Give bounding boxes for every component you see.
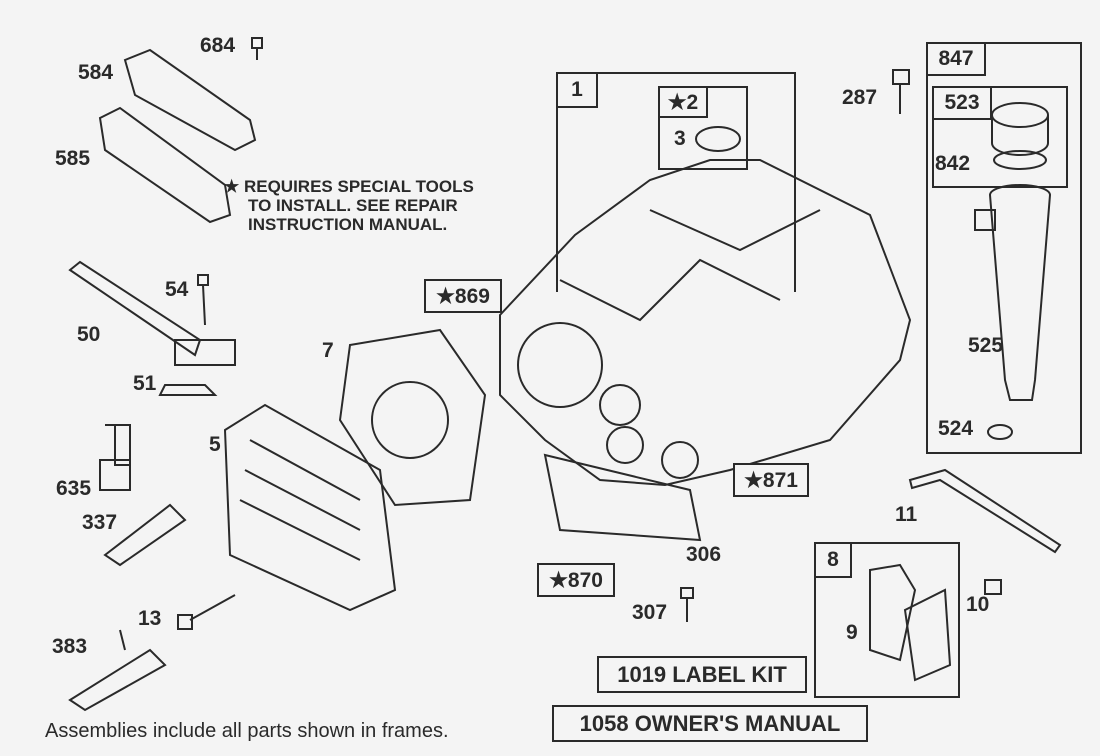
callout-287: 287 [842, 86, 878, 109]
callout-337: 337 [82, 511, 118, 534]
oring-842 [993, 150, 1047, 170]
callout-306: 306 [686, 543, 722, 566]
callout-525: 525 [968, 334, 1004, 357]
engine-block [499, 159, 912, 487]
callout-11: 11 [895, 503, 918, 526]
bolt-307 [680, 587, 694, 622]
callout-684: 684 [200, 34, 236, 57]
callout-9: 9 [846, 621, 858, 644]
callout-307: 307 [632, 601, 668, 624]
frame-523 [932, 86, 1068, 188]
elbow-635 [99, 424, 131, 491]
note-line-2: TO INSTALL. SEE REPAIR [248, 196, 458, 215]
fitting-10 [984, 579, 1002, 595]
frame-8 [814, 542, 960, 698]
callout-7: 7 [322, 339, 334, 362]
frame-8-label: 8 [814, 542, 852, 578]
gasket-585 [98, 106, 232, 224]
frame-1 [556, 72, 796, 292]
gasket-584 [123, 48, 257, 152]
callout-51: 51 [133, 372, 157, 395]
callout-524: 524 [938, 417, 974, 440]
oring-524 [987, 424, 1013, 440]
rod-11 [908, 468, 1062, 554]
callout-13: 13 [138, 607, 162, 630]
callout-3: 3 [674, 127, 686, 150]
starred-label-870: ★870 [537, 563, 615, 597]
frame-847 [926, 42, 1082, 454]
special-tools-note: ★ REQUIRES SPECIAL TOOLS TO INSTALL. SEE… [224, 177, 474, 234]
callout-50: 50 [77, 323, 101, 346]
bolt-13 [177, 594, 236, 630]
tool-383 [68, 629, 167, 712]
cylinder-head-5 [223, 403, 397, 612]
starred-label-2: ★2 [658, 86, 708, 118]
bolt-684 [251, 37, 263, 60]
dipstick-tube-525 [988, 184, 1052, 401]
callout-585: 585 [55, 147, 91, 170]
callout-10: 10 [966, 593, 990, 616]
bolt-287 [892, 69, 910, 114]
seal-3 [695, 126, 741, 152]
callout-584: 584 [78, 61, 114, 84]
starred-label-871: ★871 [733, 463, 809, 497]
note-line-3: INSTRUCTION MANUAL. [248, 215, 448, 234]
callout-383: 383 [52, 635, 88, 658]
spark-plug-337 [103, 503, 187, 567]
note-line-1: ★ REQUIRES SPECIAL TOOLS [224, 177, 474, 196]
bolt-54 [197, 274, 209, 326]
gasket-306 [543, 453, 702, 542]
frame-523-label: 523 [932, 86, 992, 120]
frame-847-label: 847 [926, 42, 986, 76]
starred-label-869: ★869 [424, 279, 502, 313]
label-kit-box: 1019 LABEL KIT [597, 656, 807, 693]
callout-635: 635 [56, 477, 92, 500]
callout-842: 842 [935, 152, 971, 175]
bracket-51 [158, 384, 218, 396]
callout-54: 54 [165, 278, 189, 301]
owners-manual-box: 1058 OWNER'S MANUAL [552, 705, 868, 742]
bracket-50 [174, 339, 236, 366]
breather-cover [903, 588, 952, 682]
head-gasket-7 [338, 328, 487, 507]
footer-note: Assemblies include all parts shown in fr… [45, 720, 449, 742]
frame-1-label: 1 [556, 72, 598, 108]
callout-5: 5 [209, 433, 221, 456]
